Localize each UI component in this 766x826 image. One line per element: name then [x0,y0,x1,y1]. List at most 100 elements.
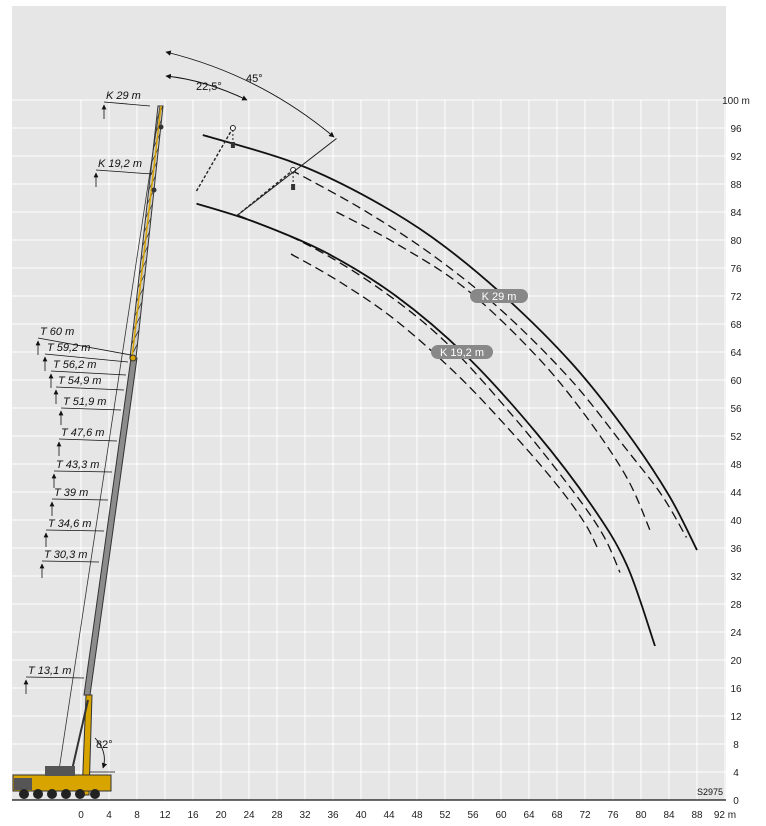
x-tick-label: 68 [551,810,563,821]
carrier-wheel [75,789,85,799]
boom-length-label: T 56,2 m [53,359,96,371]
boom-length-leader [58,438,118,442]
angle-arc-45 [165,50,335,138]
y-tick-label: 44 [730,488,742,499]
boom-length-label: T 34,6 m [48,518,91,530]
boom-length-leader [50,370,127,376]
y-tick-label: 48 [730,460,742,471]
boom-length-label: T 47,6 m [61,427,104,439]
boom-length-label: T 43,3 m [56,459,99,471]
y-tick-label: 92 [730,152,742,163]
y-tick-label: 36 [730,544,742,555]
boom-length-leader [60,407,122,411]
x-tick-label: 12 [159,810,171,821]
x-tick-label: 0 [78,810,84,821]
boom-length-leader [45,529,105,532]
y-tick-label: 56 [730,404,742,415]
x-tick-label: 88 [691,810,703,821]
x-tick-label: 80 [635,810,647,821]
x-tick-label: 24 [243,810,255,821]
angle-label: 22,5° [196,81,222,93]
drawing-code: S2975 [697,787,723,797]
x-tick-label: 60 [495,810,507,821]
jib-positions [195,125,337,217]
lattice-brace [131,329,140,345]
telescope-head [129,354,137,362]
y-axis-ticks: 0481216202428323640444852566064687276808… [722,96,750,807]
boom-length-label: K 19,2 m [98,158,142,170]
x-tick-label: 76 [607,810,619,821]
load-curve-dashed [336,211,653,535]
jib-k29-45deg [236,138,337,216]
carrier-wheel [61,789,71,799]
crane [12,105,164,799]
y-tick-label: 24 [730,628,742,639]
y-tick-label: 64 [730,348,742,359]
carrier-wheel [90,789,100,799]
curve-label-pill [470,289,528,303]
curve-label-text: K 19,2 m [440,347,484,359]
x-tick-label: 84 [663,810,675,821]
boom-length-leader [53,470,113,473]
y-tick-label: 100 m [722,96,750,107]
boom-length-label: T 13,1 m [28,665,71,677]
boom-length-leader [103,101,151,107]
boom-length-leader [25,676,85,679]
x-tick-label: 56 [467,810,479,821]
x-tick-label: 72 [579,810,591,821]
jib-k19-22deg [195,127,234,192]
guy-rope [55,105,161,791]
y-tick-label: 28 [730,600,742,611]
boom-length-leader [37,337,132,356]
carrier-wheel [47,789,57,799]
curve-labels: K 29 mK 19,2 m [431,289,528,359]
y-tick-label: 84 [730,208,742,219]
x-tick-label: 64 [523,810,535,821]
angle-annotations: 45° 22,5° 82° [90,50,335,773]
y-tick-label: 40 [730,516,742,527]
x-tick-label: 28 [271,810,283,821]
y-tick-label: 88 [730,180,742,191]
driver-cab [14,778,32,790]
boom-length-label: T 54,9 m [58,375,101,387]
y-tick-label: 8 [733,740,739,751]
y-tick-label: 12 [730,712,742,723]
boom-length-labels: K 29 mK 19,2 mT 60 mT 59,2 mT 56,2 mT 54… [23,90,153,694]
jib-highlight [131,105,162,359]
x-tick-label: 20 [215,810,227,821]
jib-k19-22deg-tip [229,125,236,131]
carrier-wheel [33,789,43,799]
boom-head-pulley [158,124,164,130]
y-tick-label: 20 [730,656,742,667]
boom-length-leader [55,386,125,391]
operator-cab [45,766,75,776]
y-tick-label: 72 [730,292,742,303]
jib-k19-22deg-hook [230,142,235,148]
boom-length-label: T 59,2 m [47,342,90,354]
load-curve-dashed [290,169,688,538]
angle-label: 82° [96,739,113,751]
x-tick-label: 32 [299,810,311,821]
y-tick-label: 60 [730,376,742,387]
boom-length-label: T 60 m [40,326,74,338]
angle-label: 45° [246,73,263,85]
x-tick-label: 16 [187,810,199,821]
grid [12,99,726,800]
y-tick-label: 52 [730,432,742,443]
x-tick-label: 4 [106,810,112,821]
x-tick-label: 40 [355,810,367,821]
y-tick-label: 68 [730,320,742,331]
boom-length-label: T 39 m [54,487,88,499]
y-tick-label: 16 [730,684,742,695]
jib-k19-45deg-hook [291,184,296,190]
k19-head-pulley [151,187,157,193]
y-tick-label: 96 [730,124,742,135]
boom-length-leader [41,560,100,563]
x-tick-label: 44 [383,810,395,821]
boom-length-leader [44,353,129,363]
y-tick-label: 76 [730,264,742,275]
telescopic-boom [83,357,138,696]
angle-arc-82 [94,737,108,769]
